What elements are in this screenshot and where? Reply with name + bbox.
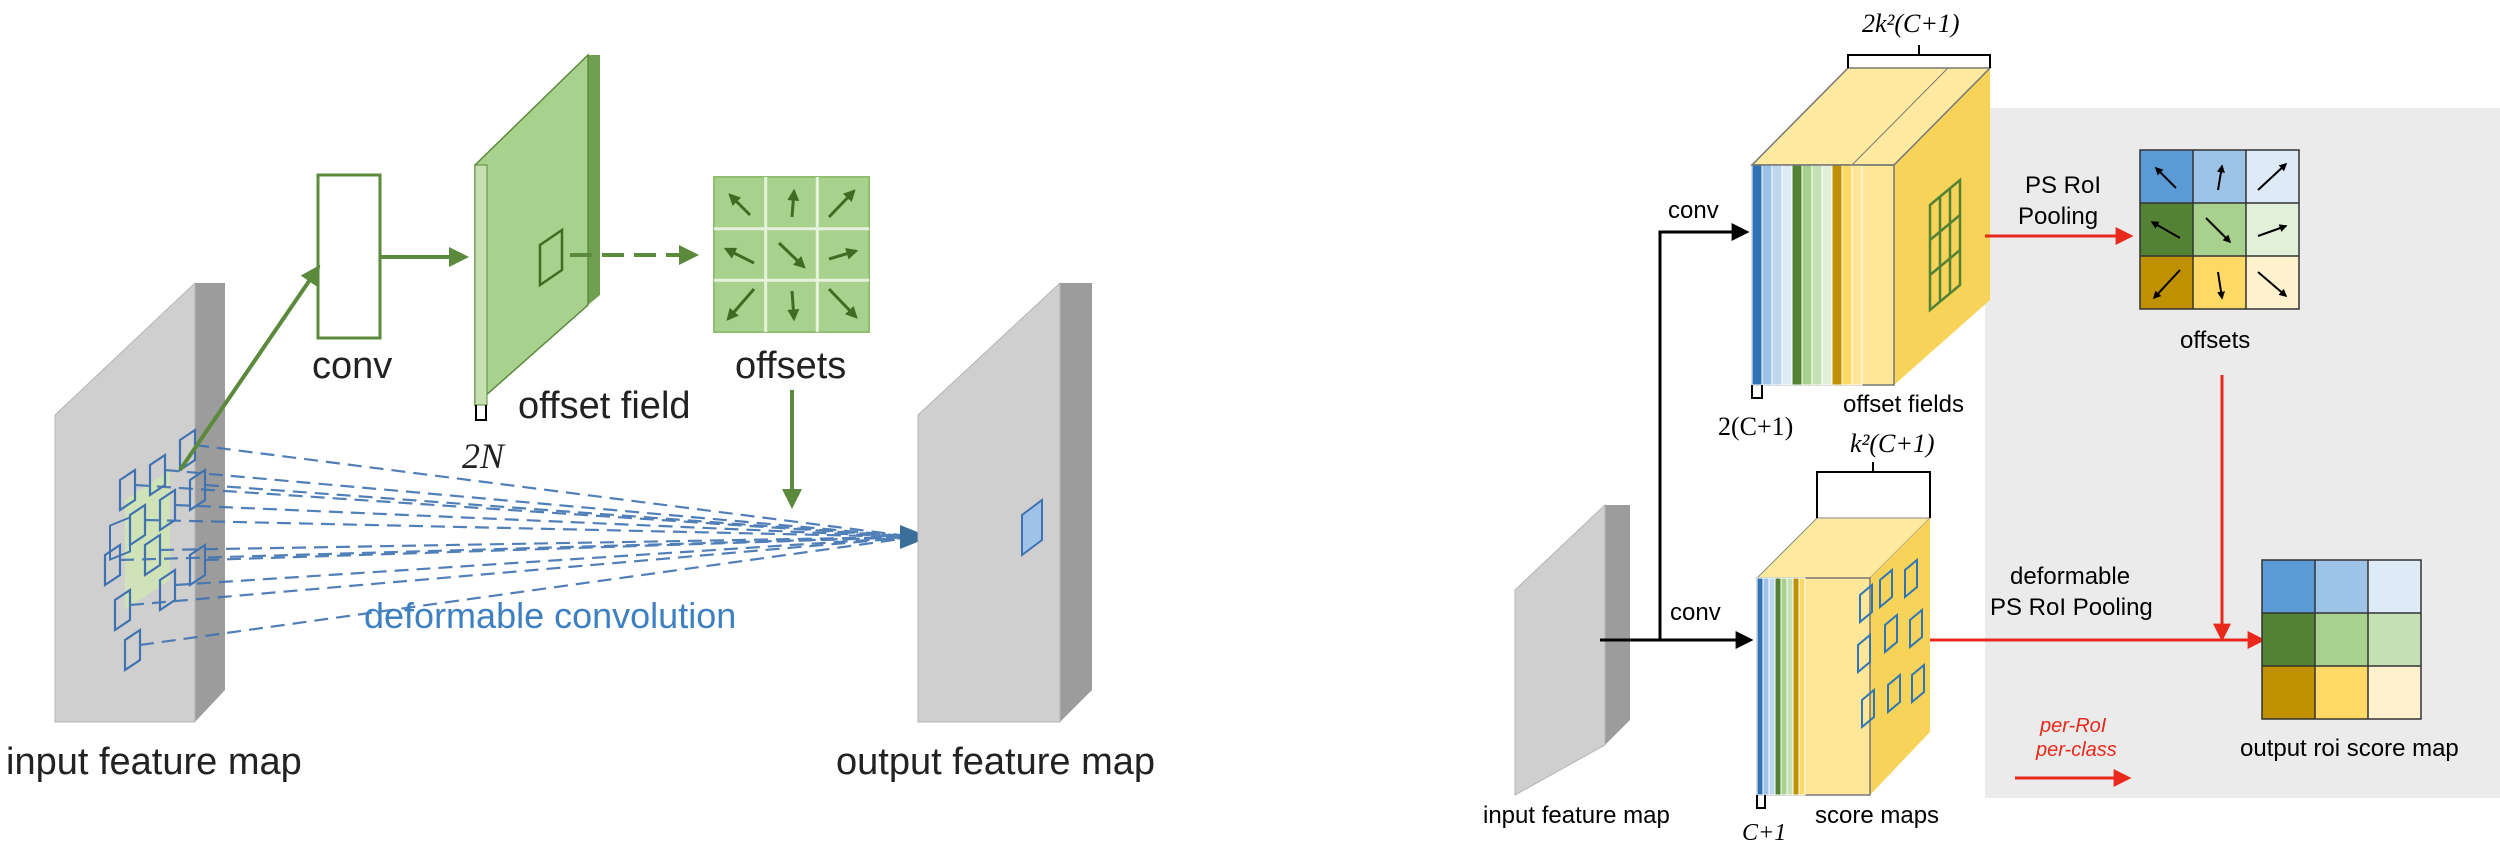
output-roi-score-map bbox=[2261, 559, 2422, 720]
right-input-feature-map-slab bbox=[1514, 503, 1630, 796]
ps-offsets-grid bbox=[2139, 149, 2300, 310]
ps-roi-pooling-label-2: Pooling bbox=[2018, 203, 2098, 230]
input-to-conv-arrow bbox=[178, 264, 321, 472]
per-class-label: per-class bbox=[2035, 739, 2117, 761]
offset-arrow-icon bbox=[2257, 162, 2288, 191]
score-maps-label: score maps bbox=[1815, 802, 1939, 829]
output-roi-score-map-label: output roi score map bbox=[2240, 735, 2459, 762]
ps-roi-pooling-label-1: PS RoI bbox=[2025, 172, 2101, 199]
deformable-convolution-label: deformable convolution bbox=[364, 595, 736, 636]
offset-arrow-icon bbox=[2152, 269, 2181, 300]
score-maps-dim-label: C+1 bbox=[1742, 820, 1786, 844]
offset-arrow-icon bbox=[2257, 224, 2288, 237]
deformable-label-1: deformable bbox=[2010, 563, 2130, 590]
conv-bottom-label: conv bbox=[1670, 599, 1721, 626]
offset-arrow-icon bbox=[827, 287, 858, 319]
offset-arrow-icon bbox=[2257, 271, 2288, 298]
offset-arrow-icon bbox=[787, 290, 800, 322]
conv-box bbox=[316, 173, 382, 340]
top-dim-label: 2k²(C+1) bbox=[1862, 9, 1960, 38]
conv-top-arrow bbox=[1600, 223, 1750, 642]
offset-arrow-icon bbox=[777, 241, 806, 269]
mid-dim-label: k²(C+1) bbox=[1850, 429, 1935, 458]
right-input-feature-map-label: input feature map bbox=[1483, 802, 1670, 829]
offset-arrow-icon bbox=[2205, 217, 2232, 244]
offset-arrow-icon bbox=[723, 247, 755, 265]
offset-arrow-icon bbox=[828, 247, 859, 261]
per-roi-label: per-RoI bbox=[2039, 715, 2107, 737]
offset-arrow-icon bbox=[728, 193, 752, 217]
offset-arrow-icon bbox=[827, 189, 856, 219]
left-panel: conv offset field 2N offsets deformable … bbox=[6, 53, 1155, 783]
offset-arrow-icon bbox=[2150, 221, 2181, 239]
offset-arrow-icon bbox=[787, 188, 800, 218]
stack-slices bbox=[1751, 164, 1863, 386]
deformable-sampling-lines bbox=[119, 443, 916, 647]
right-panel: 2k²(C+1) conv 2(C+1) offset fields PS Ro… bbox=[1483, 9, 2500, 844]
deformable-label-2: PS RoI Pooling bbox=[1990, 594, 2153, 621]
deformable-arrowhead bbox=[900, 525, 930, 549]
offset-field-dim-label: 2N bbox=[462, 436, 506, 476]
offset-arrow-icon bbox=[2154, 166, 2177, 189]
offset-fields-dim-label: 2(C+1) bbox=[1718, 412, 1793, 441]
conv-top-label: conv bbox=[1668, 197, 1719, 224]
offset-field-label: offset field bbox=[518, 385, 691, 427]
input-feature-map-slab bbox=[54, 281, 225, 723]
input-feature-map-label: input feature map bbox=[6, 741, 302, 783]
offset-arrow-icon bbox=[726, 288, 756, 321]
score-maps-stack bbox=[1755, 462, 1932, 809]
offset-arrow-icon bbox=[2217, 271, 2225, 300]
offsets-label: offsets bbox=[735, 345, 846, 387]
conv-label: conv bbox=[312, 345, 392, 387]
offset-fields-label: offset fields bbox=[1843, 391, 1964, 418]
output-feature-map-slab bbox=[917, 281, 1092, 723]
output-feature-map-label: output feature map bbox=[836, 741, 1155, 783]
ps-offsets-label: offsets bbox=[2180, 327, 2250, 354]
offset-field-slab bbox=[474, 53, 600, 421]
offset-arrow-icon bbox=[2217, 164, 2225, 191]
offset-fields-stack bbox=[1750, 45, 1992, 399]
offsets-grid bbox=[713, 176, 870, 333]
